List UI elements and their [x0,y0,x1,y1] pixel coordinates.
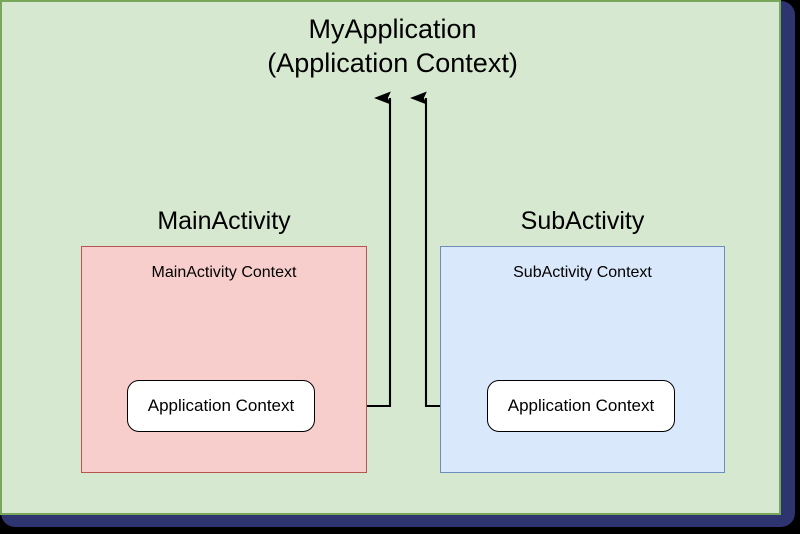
mainactivity-application-context-chip: Application Context [127,380,315,432]
subactivity-application-context-chip: Application Context [487,380,675,432]
mainactivity-heading: MainActivity [157,207,291,235]
mainactivity-box: MainActivity Context [81,246,367,473]
subactivity-box: SubActivity Context [440,246,725,473]
subactivity-context-label: SubActivity Context [513,264,652,281]
subactivity-heading: SubActivity [520,207,645,235]
mainactivity-context-label: MainActivity Context [151,264,297,281]
application-context-panel: MyApplication (Application Context) Main… [0,0,781,515]
page-title: MyApplication (Application Context) [267,14,518,78]
chip-label: Application Context [147,396,295,415]
chip-label: Application Context [507,396,655,415]
